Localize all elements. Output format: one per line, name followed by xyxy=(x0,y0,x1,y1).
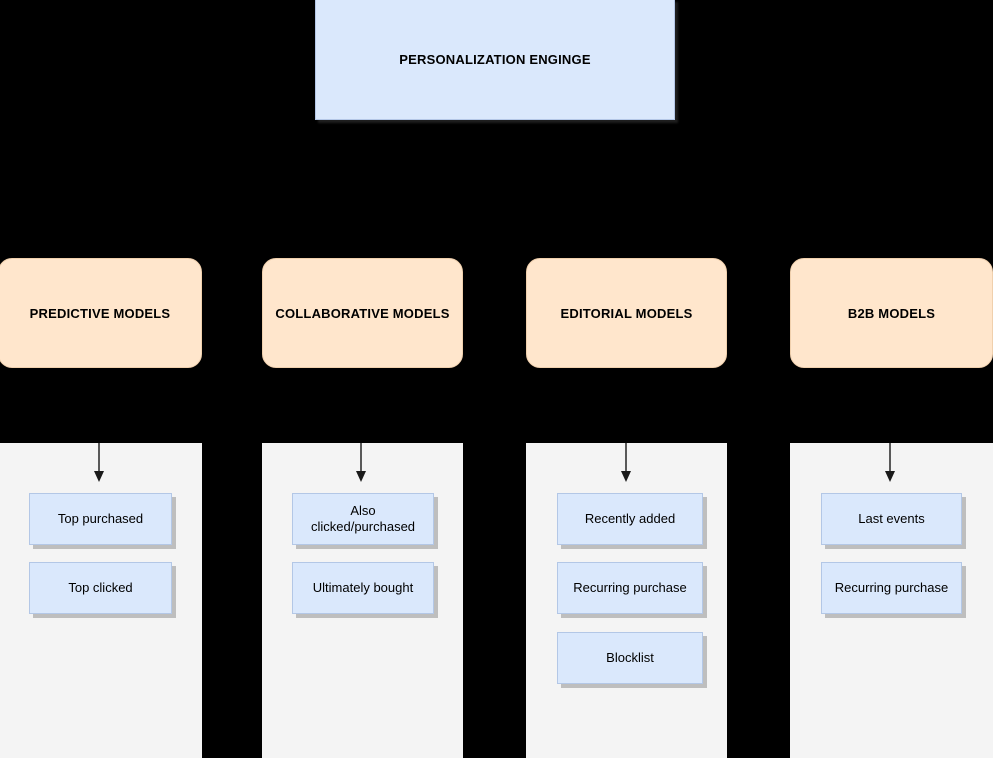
model-item-box[interactable]: Last events xyxy=(821,493,962,545)
personalization-engine-box[interactable]: PERSONALIZATION ENGINGE xyxy=(315,0,675,120)
model-item-label: Recently added xyxy=(584,511,676,526)
down-arrow-icon xyxy=(884,443,896,483)
model-box-label: B2B MODELS xyxy=(847,305,936,321)
model-box-label: EDITORIAL MODELS xyxy=(560,305,693,321)
arrow-head xyxy=(621,471,631,482)
model-box-b2b[interactable]: B2B MODELS xyxy=(790,258,993,368)
down-arrow-icon xyxy=(620,443,632,483)
model-item-label: Recurring purchase xyxy=(834,580,949,595)
model-item-box[interactable]: Recurring purchase xyxy=(821,562,962,614)
model-item-label: Blocklist xyxy=(606,650,654,665)
model-item-label: Recurring purchase xyxy=(573,580,687,595)
model-item-box[interactable]: Top clicked xyxy=(29,562,172,614)
model-item-box[interactable]: Recently added xyxy=(557,493,703,545)
arrow-head xyxy=(94,471,104,482)
arrow-head xyxy=(356,471,366,482)
down-arrow-icon xyxy=(93,443,105,483)
model-box-editorial[interactable]: EDITORIAL MODELS xyxy=(526,258,727,368)
model-box-label: COLLABORATIVE MODELS xyxy=(275,305,450,321)
model-box-collaborative[interactable]: COLLABORATIVE MODELS xyxy=(262,258,463,368)
arrow-shaft xyxy=(889,443,891,475)
model-item-box[interactable]: Recurring purchase xyxy=(557,562,703,614)
model-item-box[interactable]: Blocklist xyxy=(557,632,703,684)
personalization-engine-label: PERSONALIZATION ENGINGE xyxy=(399,52,591,67)
model-box-predictive[interactable]: PREDICTIVE MODELS xyxy=(0,258,202,368)
down-arrow-icon xyxy=(355,443,367,483)
model-item-label: Top purchased xyxy=(57,511,144,526)
arrow-shaft xyxy=(360,443,362,475)
arrow-head xyxy=(885,471,895,482)
arrow-shaft xyxy=(98,443,100,475)
model-item-label: Last events xyxy=(858,511,925,526)
model-item-label: Top clicked xyxy=(68,580,133,595)
model-box-label: PREDICTIVE MODELS xyxy=(29,305,171,321)
arrow-shaft xyxy=(625,443,627,475)
model-item-label: Ultimately bought xyxy=(312,580,414,595)
model-item-box[interactable]: Top purchased xyxy=(29,493,172,545)
model-item-box[interactable]: Ultimately bought xyxy=(292,562,434,614)
